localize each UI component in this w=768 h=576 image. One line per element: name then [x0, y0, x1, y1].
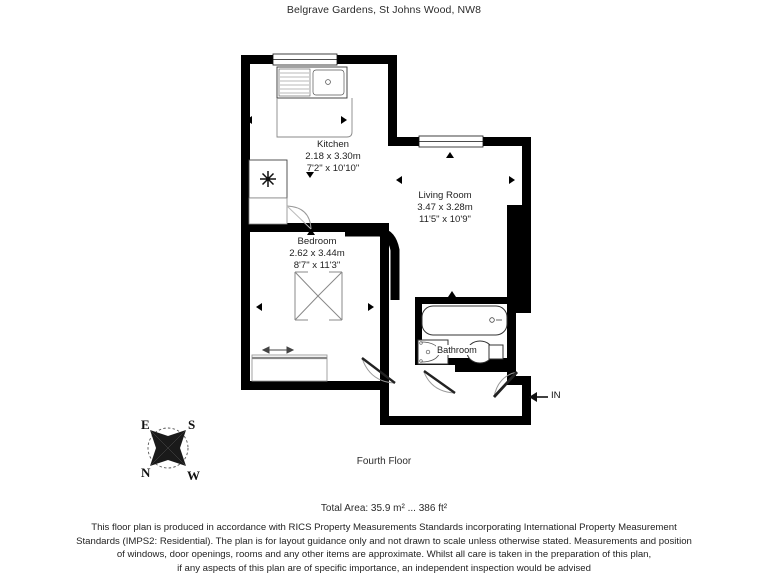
kitchen-door	[286, 205, 312, 230]
kitchen-partition-left	[241, 160, 250, 232]
dim-arrow-kitchen-left	[246, 116, 252, 124]
bath-tub	[421, 305, 508, 336]
disclaimer-line-3: of windows, door openings, rooms and any…	[116, 549, 652, 561]
bathroom-wall-left	[415, 297, 422, 365]
room-name-living-room: Living Room	[418, 190, 472, 201]
bathroom-wall-bottom-thick	[455, 358, 514, 372]
compass-letter-bottom-left: N	[141, 465, 151, 480]
floor-label: Fourth Floor	[356, 456, 412, 467]
room-name-bedroom: Bedroom	[297, 236, 337, 247]
room-imperial-living-room: 11'5" x 10'9"	[419, 214, 471, 226]
dim-arrow-kitchen-bottom	[306, 172, 314, 178]
room-metric-kitchen: 2.18 x 3.30m	[305, 151, 361, 163]
compass-letter-top-left: E	[141, 417, 150, 432]
entrance-label: IN	[551, 390, 561, 401]
compass-letter-bottom-right: W	[187, 468, 200, 483]
disclaimer-line-4: if any aspects of this plan are of speci…	[177, 562, 591, 574]
room-label-living-room: Living Room 3.47 x 3.28m 11'5" x 10'9"	[375, 190, 515, 227]
windows	[272, 53, 484, 148]
door-arc-bedroom	[361, 357, 396, 384]
disclaimer-text: This floor plan is produced in accordanc…	[24, 521, 744, 575]
internal-partitions	[241, 160, 400, 300]
compass-letter-top-right: S	[188, 417, 195, 432]
room-label-bedroom: Bedroom 2.62 x 3.44m 8'7" x 11'3"	[252, 236, 382, 273]
room-name-kitchen: Kitchen	[317, 139, 349, 150]
room-metric-bedroom: 2.62 x 3.44m	[289, 248, 345, 260]
dim-arrow-bedroom-right	[368, 303, 374, 311]
kitchen-fixtures	[248, 66, 353, 225]
kitchen-lower-cabinet	[248, 197, 288, 225]
dim-arrow-living-left	[396, 176, 402, 184]
compass-ring	[147, 427, 189, 469]
disclaimer-line-1: This floor plan is produced in accordanc…	[91, 522, 677, 533]
compass-rose: E S N W	[141, 417, 200, 483]
disclaimer-line-2: Standards (IMPS2: Residential). The plan…	[76, 535, 692, 547]
dim-arrow-bedroom-left	[256, 303, 262, 311]
compass-star	[150, 430, 186, 466]
door-arc-entrance	[493, 371, 518, 398]
bedroom-wall-bottom	[241, 381, 389, 390]
dim-arrow-living-top	[446, 152, 454, 158]
bedroom-fixtures	[251, 271, 343, 382]
bathroom-wall-top	[415, 297, 514, 304]
wardrobe	[251, 354, 328, 382]
dim-arrow-bathroom-top	[448, 291, 456, 297]
door-arc-bathroom	[423, 371, 456, 394]
bedroom-curved-wall	[345, 227, 400, 300]
page-title: Belgrave Gardens, St Johns Wood, NW8	[286, 4, 482, 16]
dim-arrow-bedroom-top	[307, 229, 315, 235]
bath-plughole	[489, 317, 495, 323]
hall-wall-top	[289, 223, 389, 232]
sink-basin	[312, 69, 345, 96]
kitchen-bedroom-wall	[250, 223, 290, 232]
living-wall-jog	[507, 205, 531, 215]
bathroom-fixtures	[417, 305, 508, 365]
sliding-door-arrow	[261, 346, 295, 354]
sink-plughole	[325, 79, 331, 85]
room-metric-living-room: 3.47 x 3.28m	[417, 202, 473, 214]
sink-drainer	[278, 68, 311, 97]
room-label-kitchen: Kitchen 2.18 x 3.30m 7'2" x 10'10"	[268, 139, 398, 176]
entrance-arrow-icon	[529, 392, 548, 402]
dim-arrow-kitchen-right	[341, 116, 347, 124]
room-label-bathroom: Bathroom	[436, 345, 478, 355]
wall-outline	[241, 55, 531, 425]
door-swings	[361, 357, 519, 398]
room-imperial-kitchen: 7'2" x 10'10"	[306, 163, 360, 175]
dim-arrow-living-right	[509, 176, 515, 184]
bed-symbol	[294, 271, 343, 321]
room-imperial-bedroom: 8'7" x 11'3"	[293, 260, 341, 272]
total-area-label: Total Area: 35.9 m² ... 386 ft²	[320, 503, 448, 514]
kitchen-counter	[276, 98, 353, 138]
